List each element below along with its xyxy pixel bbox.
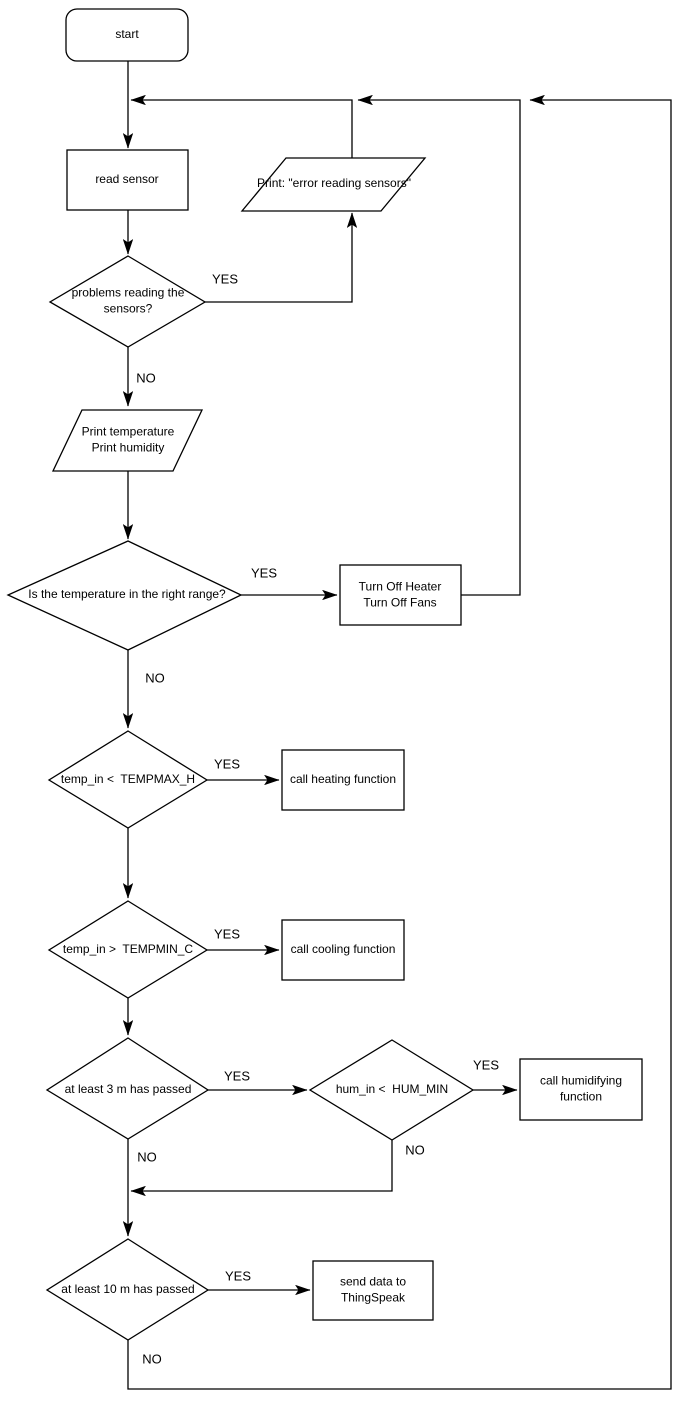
- edge-label-tempmin-yes: YES: [213, 926, 241, 942]
- node-temp-range-label: Is the temperature in the right range?: [28, 587, 226, 602]
- edge-label-tempmax-yes: YES: [213, 756, 241, 772]
- shape-print-error-io: [240, 157, 427, 212]
- shape-send-data-process: [312, 1260, 434, 1321]
- edge-label-10m-no: NO: [142, 1351, 162, 1367]
- node-3m-label: at least 3 m has passed: [64, 1082, 192, 1097]
- shape-problems-decision: [48, 255, 207, 348]
- node-call-humidifying-label: call humidifying function: [539, 1073, 623, 1103]
- edge-problems-yes-to-print-error: [205, 212, 358, 303]
- edge-label-3m-no: NO: [137, 1149, 157, 1165]
- node-tempmax-label: temp_in < TEMPMAX_H: [60, 772, 196, 787]
- shape-hum-decision: [308, 1039, 475, 1141]
- node-call-cooling-label: call cooling function: [290, 942, 396, 957]
- edge-10m-no-big-loop: [127, 94, 672, 1390]
- edge-label-3m-yes: YES: [223, 1068, 251, 1084]
- node-print-error-label: Print: "error reading sensors": [257, 176, 411, 191]
- edge-print-error-to-main-loop: [130, 94, 353, 158]
- shape-turn-off-process: [339, 564, 462, 626]
- node-tempmin-label: temp_in > TEMPMIN_C: [62, 942, 194, 957]
- edge-label-range-yes: YES: [250, 565, 278, 581]
- node-problems-label: problems reading the sensors?: [71, 285, 185, 315]
- edge-turnoff-loop-back: [357, 94, 521, 596]
- edge-label-range-no: NO: [145, 670, 165, 686]
- edge-label-hum-no: NO: [405, 1142, 425, 1158]
- node-send-data-label: send data to ThingSpeak: [339, 1274, 407, 1304]
- shape-read-sensor-process: [66, 149, 189, 211]
- shape-tempmin-decision: [47, 900, 209, 999]
- shape-call-cooling-process: [281, 919, 405, 981]
- shape-call-heating-process: [281, 749, 405, 811]
- node-read-sensor-label: read sensor: [95, 172, 159, 187]
- edge-label-problems-no: NO: [136, 370, 156, 386]
- shape-3m-decision: [45, 1037, 210, 1140]
- edge-label-problems-yes: YES: [211, 271, 239, 287]
- node-turn-off-label: Turn Off Heater Turn Off Fans: [358, 579, 442, 609]
- node-print-temp-label: Print temperature Print humidity: [81, 424, 175, 454]
- shape-print-temp-io: [51, 409, 204, 472]
- shape-temp-range-decision: [6, 540, 243, 651]
- edge-label-10m-yes: YES: [224, 1268, 252, 1284]
- node-hum-label: hum_in < HUM_MIN: [335, 1082, 449, 1097]
- shape-start-terminator: [65, 8, 189, 62]
- node-start-label: start: [115, 27, 139, 42]
- shape-call-humidifying-process: [519, 1058, 643, 1121]
- edge-label-hum-yes: YES: [472, 1057, 500, 1073]
- shape-10m-decision: [45, 1238, 210, 1341]
- edge-hum-no-merge: [130, 1140, 393, 1197]
- node-call-heating-label: call heating function: [289, 772, 397, 787]
- shape-tempmax-decision: [47, 730, 209, 829]
- node-10m-label: at least 10 m has passed: [61, 1282, 195, 1297]
